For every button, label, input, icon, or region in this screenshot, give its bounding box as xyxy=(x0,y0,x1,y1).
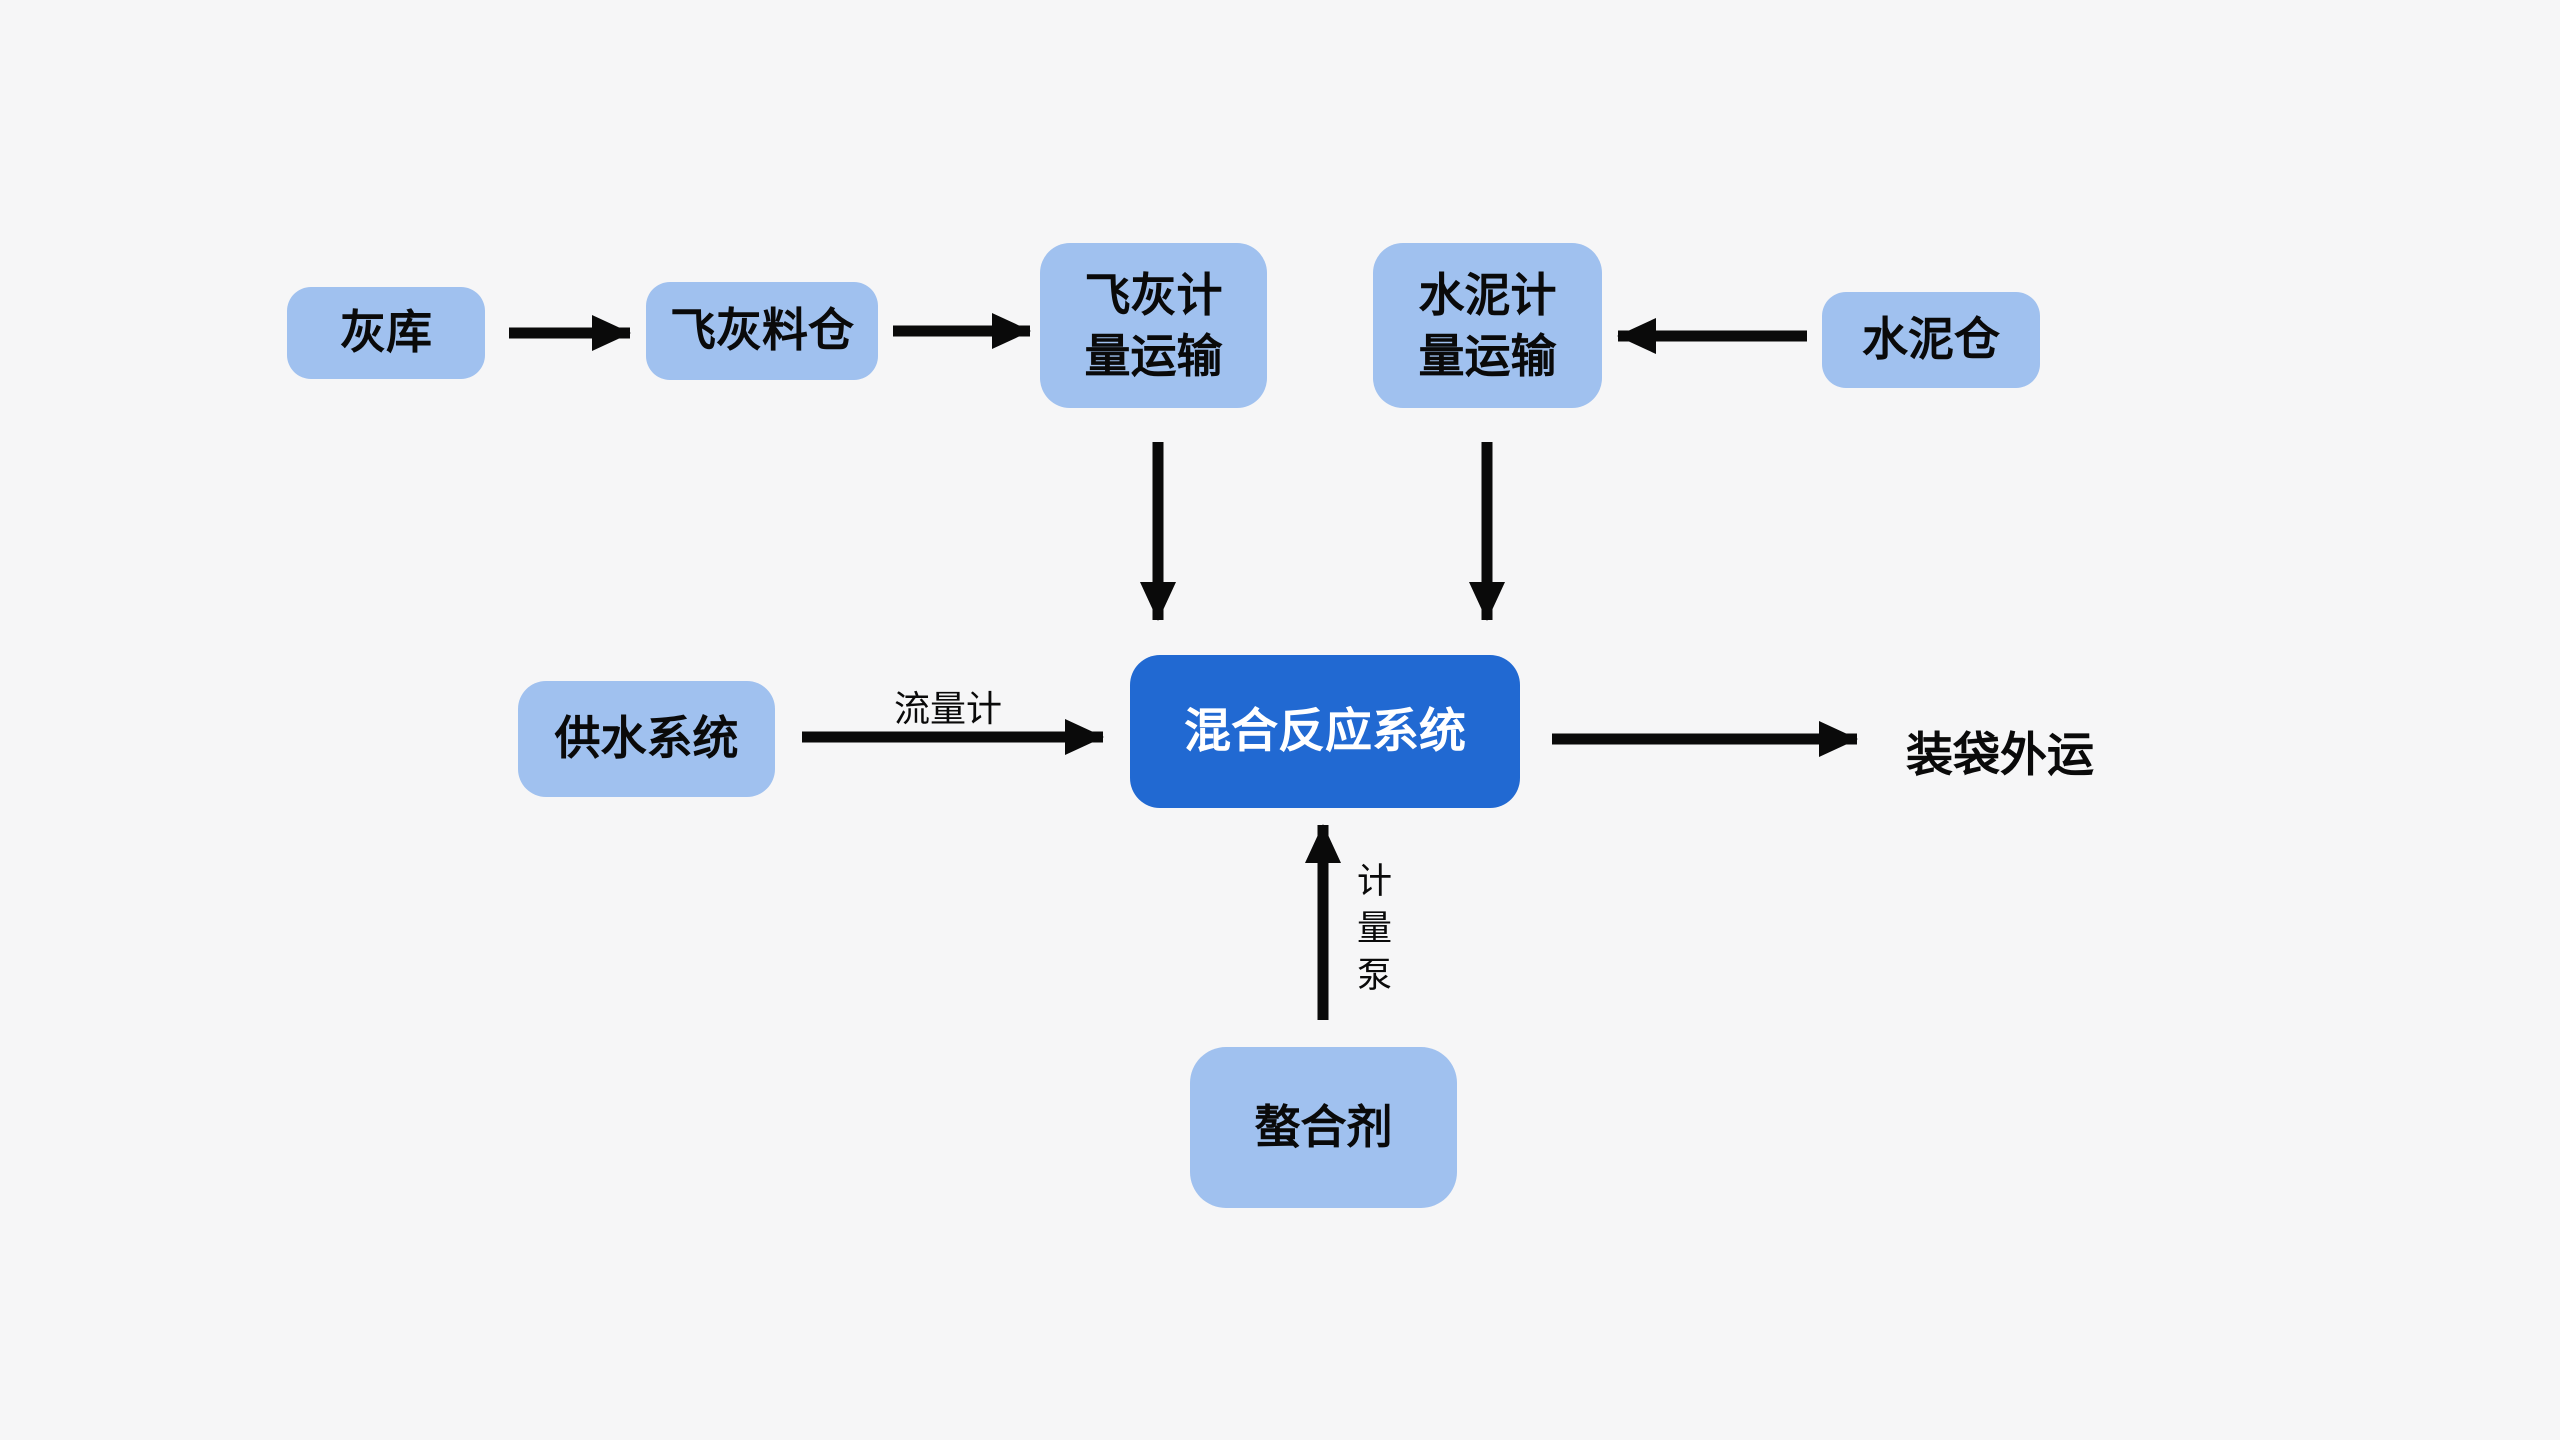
node-fly-ash-metering-transport-label: 飞灰计量运输 xyxy=(1084,268,1223,382)
edge-label-flow-meter: 流量计 xyxy=(893,688,1002,729)
node-cement-silo: 水泥仓 xyxy=(1822,292,2040,388)
node-water-supply-system-label: 供水系统 xyxy=(554,712,739,765)
node-chelating-agent-label: 螯合剂 xyxy=(1254,1100,1393,1153)
node-cement-metering-transport-label: 水泥计量运输 xyxy=(1418,268,1557,382)
node-fly-ash-silo-label: 飞灰料仓 xyxy=(670,304,854,357)
node-fly-ash-silo: 飞灰料仓 xyxy=(646,282,878,380)
node-mixing-reaction-system-label: 混合反应系统 xyxy=(1184,704,1466,758)
node-cement-metering-transport: 水泥计量运输 xyxy=(1373,243,1602,408)
node-mixing-reaction-system: 混合反应系统 xyxy=(1130,655,1520,808)
node-fly-ash-metering-transport: 飞灰计量运输 xyxy=(1040,243,1267,408)
node-ash-storage: 灰库 xyxy=(287,287,485,379)
node-chelating-agent: 螯合剂 xyxy=(1190,1047,1457,1208)
edge-label-metering-pump: 计量泵 xyxy=(1352,862,1391,1003)
node-ash-storage-label: 灰库 xyxy=(340,306,432,359)
node-cement-silo-label: 水泥仓 xyxy=(1862,313,2000,366)
node-water-supply-system: 供水系统 xyxy=(518,681,775,797)
text-bagging-outbound: 装袋外运 xyxy=(1906,728,2094,781)
